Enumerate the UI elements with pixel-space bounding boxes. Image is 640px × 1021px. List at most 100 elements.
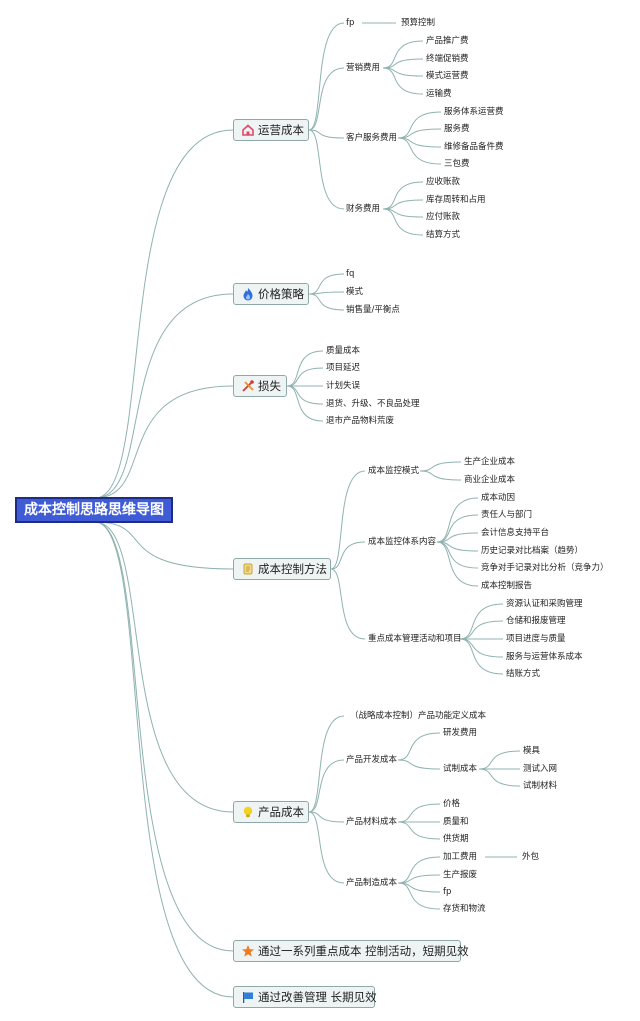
connector [382,40,424,69]
node-product-d1[interactable]: 研发费用 [443,728,478,738]
branch-loss-label: 损失 [258,379,281,393]
node-loss-3[interactable]: 计划失误 [326,381,361,391]
node-method-k3[interactable]: 项目进度与质量 [506,634,566,644]
node-ops-m1[interactable]: 产品推广费 [426,36,469,46]
node-method-c6[interactable]: 成本控制报告 [481,581,533,591]
connector [308,293,345,311]
node-product-t1[interactable]: 模具 [523,746,541,756]
node-method-c1[interactable]: 成本动因 [481,493,516,503]
node-product-mt1[interactable]: 价格 [443,799,461,809]
node-price-1[interactable]: fq [346,269,355,279]
node-product-g4[interactable]: 存货和物流 [443,904,486,914]
connector [397,759,441,770]
node-ops-finance[interactable]: 财务费用 [346,204,381,214]
connector [436,514,479,543]
node-product-mt3[interactable]: 供货期 [443,834,469,844]
connector [94,385,234,499]
node-ops-marketing[interactable]: 营销费用 [346,63,381,73]
node-method-c2[interactable]: 责任人与部门 [481,510,533,520]
branch-ops[interactable]: 运营成本 [233,119,309,141]
node-ops-s3[interactable]: 维修备品备件费 [444,142,504,152]
node-ops-fp[interactable]: fp [346,18,355,28]
connector [94,521,234,998]
node-loss-1[interactable]: 质量成本 [326,346,361,356]
node-method-k2[interactable]: 仓储和报废管理 [506,616,566,626]
node-product-strategic[interactable]: （战略成本控制）产品功能定义成本 [350,711,487,721]
node-ops-f1[interactable]: 应收账款 [426,177,461,187]
connector [308,759,345,813]
connector [308,129,345,210]
connector [286,385,324,405]
node-product-g1[interactable]: 加工费用 [443,852,478,862]
node-method-c5[interactable]: 竞争对手记录对比分析（竞争力） [481,563,609,573]
branch-ops-label: 运营成本 [258,123,304,137]
node-product-material[interactable]: 产品材料成本 [346,817,398,827]
node-method-k1[interactable]: 资源认证和采购管理 [506,599,583,609]
branch-method[interactable]: 成本控制方法 [233,558,331,580]
node-method-k5[interactable]: 结账方式 [506,669,541,679]
node-ops-m4[interactable]: 运输费 [426,89,452,99]
connector [419,461,462,472]
branch-short-label: 通过一系列重点成本 控制活动，短期见效 [258,944,469,958]
node-ops-m2[interactable]: 终端促销费 [426,54,469,64]
node-ops-f2[interactable]: 库存周转和占用 [426,195,486,205]
connector [478,768,521,787]
branch-price[interactable]: 价格策略 [233,283,309,305]
node-product-dev[interactable]: 产品开发成本 [346,755,398,765]
connector [382,67,424,95]
node-product-g3[interactable]: fp [443,887,452,897]
node-method-mode[interactable]: 成本监控模式 [368,466,420,476]
connector [330,568,366,640]
node-product-g2[interactable]: 生产报废 [443,870,478,880]
connector [459,638,504,675]
node-method-c4[interactable]: 历史记录对比档案（趋势） [481,546,584,556]
node-method-c3[interactable]: 会计信息支持平台 [481,528,550,538]
node-product-mt2[interactable]: 质量和 [443,817,469,827]
node-product-mfg[interactable]: 产品制造成本 [346,878,398,888]
node-ops-m3[interactable]: 模式运营费 [426,71,469,81]
node-product-d2[interactable]: 试制成本 [443,764,478,774]
tools-icon [242,380,254,392]
node-price-2[interactable]: 模式 [346,287,364,297]
node-ops-f4[interactable]: 结算方式 [426,230,461,240]
connector [330,470,366,570]
connector [94,521,234,570]
branch-product-label: 产品成本 [258,805,304,819]
lightbulb-icon [243,806,253,818]
connector [308,715,345,813]
node-ops-f3[interactable]: 应付账款 [426,212,461,222]
node-method-mo2[interactable]: 商业企业成本 [464,475,516,485]
connector [397,111,442,139]
node-product-t2[interactable]: 测试入网 [523,764,558,774]
node-ops-s4[interactable]: 三包费 [444,159,470,169]
branch-loss[interactable]: 损失 [233,375,287,397]
node-method-key[interactable]: 重点成本管理活动和项目 [368,634,462,644]
node-ops-budget[interactable]: 预算控制 [401,18,436,28]
branch-long[interactable]: 通过改善管理 长期见效 [233,986,377,1008]
node-product-t3[interactable]: 试制材料 [523,781,558,791]
branch-short[interactable]: 通过一系列重点成本 控制活动，短期见效 [233,940,469,962]
node-loss-4[interactable]: 退货、升级、不良品处理 [326,399,420,409]
connector [397,882,441,910]
flame-icon [243,288,253,301]
node-ops-s1[interactable]: 服务体系运营费 [444,107,504,117]
connector [459,638,504,658]
node-loss-5[interactable]: 退市产品物料荒废 [326,416,395,426]
root-topic[interactable]: 成本控制思路思维导图 [15,497,173,523]
node-product-g1a[interactable]: 外包 [522,852,540,862]
connector [382,181,424,210]
node-method-content[interactable]: 成本监控体系内容 [368,537,437,547]
node-ops-service[interactable]: 客户服务费用 [346,133,398,143]
connector [308,22,345,131]
node-method-k4[interactable]: 服务与运营体系成本 [506,652,583,662]
node-price-3[interactable]: 销售量/平衡点 [346,305,400,315]
connector [419,470,462,481]
node-ops-s2[interactable]: 服务费 [444,124,470,134]
branch-long-label: 通过改善管理 长期见效 [258,990,377,1004]
branch-product[interactable]: 产品成本 [233,801,309,823]
node-loss-2[interactable]: 项目延迟 [326,363,361,373]
node-method-mo1[interactable]: 生产企业成本 [464,457,516,467]
connector [397,137,442,165]
